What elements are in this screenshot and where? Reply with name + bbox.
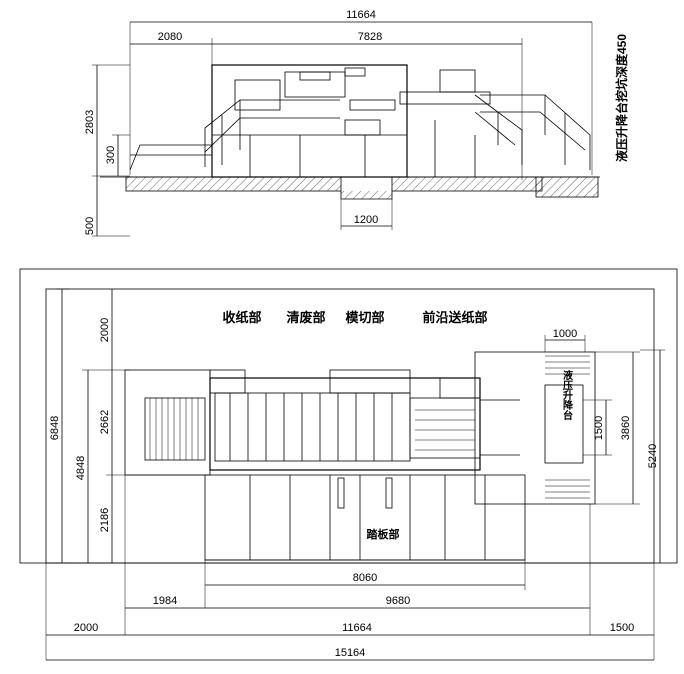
label-platform: 踏板部 — [367, 527, 400, 541]
plan-lift-area: 液压升降台 — [474, 351, 596, 505]
label-stripping: 清废部 — [286, 310, 325, 325]
plan-dim-machine-length-label: 9680 — [386, 595, 410, 607]
plan-dim-lift-top: 1000 — [544, 328, 586, 352]
plan-dim-top-clearance-label: 2000 — [99, 318, 111, 342]
side-dim-pit-depth-label: 500 — [84, 217, 96, 235]
die-cut-rollers — [229, 393, 393, 461]
side-dim-overall-label: 11664 — [346, 9, 376, 21]
plan-dim-lift-width-label: 3860 — [620, 416, 632, 440]
plan-dim-overall-length-label: 11664 — [342, 622, 372, 634]
side-ground — [100, 176, 600, 200]
plan-dim-machine-upper-label: 2662 — [99, 410, 111, 434]
plan-dim-left-clearance-label: 2000 — [74, 622, 98, 634]
feeder-guides — [415, 409, 475, 451]
side-machine-body — [129, 64, 491, 178]
plan-dims-left: 6848 4848 2000 2662 2186 — [49, 288, 210, 564]
plan-dim-left-offset-label: 1984 — [153, 595, 177, 607]
side-view: 11664 2080 7828 2803 300 500 — [84, 9, 629, 237]
plan-machine — [124, 369, 520, 476]
side-dim-total-height-label: 2803 — [84, 110, 96, 134]
side-dim-overall: 11664 — [129, 9, 593, 175]
side-right-note: 液压升降台挖坑深度450 — [614, 34, 629, 162]
label-lift: 液压升降台 — [561, 369, 573, 421]
side-dim-left-section-label: 2080 — [158, 31, 182, 43]
plan-dim-lift-top-label: 1000 — [553, 328, 577, 340]
plan-dims-right: 1500 3860 5240 — [583, 349, 665, 563]
side-dim-machine-length-label: 7828 — [358, 31, 382, 43]
label-die-cutting: 模切部 — [345, 310, 384, 325]
lift-steps — [545, 355, 590, 499]
side-railings — [204, 94, 591, 170]
delivery-stack-lines — [149, 398, 199, 460]
side-dim-sections: 2080 7828 — [130, 31, 523, 180]
plan-platform: 踏板部 — [204, 474, 526, 561]
side-dims-left: 2803 300 500 — [84, 64, 130, 237]
plan-dim-lift-depth-label: 1500 — [593, 416, 605, 440]
label-delivery: 收纸部 — [222, 310, 261, 325]
plan-dims-bottom: 8060 1984 9680 2000 11664 1500 15164 — [45, 475, 655, 661]
plan-dim-right-clearance-label: 1500 — [610, 622, 634, 634]
plan-dim-inner-width-label: 4848 — [75, 456, 87, 480]
side-dim-pit: 1200 — [340, 199, 393, 230]
plan-inner-outline — [45, 288, 655, 564]
side-dim-platform-height-label: 300 — [105, 146, 117, 164]
side-dim-pit-width-label: 1200 — [354, 214, 378, 226]
plan-dim-overall-width-label: 6848 — [49, 416, 61, 440]
plan-dim-feeder-width-label: 5240 — [647, 444, 659, 468]
plan-dim-machine-lower-label: 2186 — [99, 508, 111, 532]
plan-view: 收纸部 清废部 模切部 前沿送纸部 6848 4848 2000 2662 21… — [19, 268, 678, 661]
label-feeder: 前沿送纸部 — [422, 310, 487, 325]
plan-dim-platform-length-label: 8060 — [353, 572, 377, 584]
plan-dim-total-length-label: 15164 — [335, 647, 366, 659]
